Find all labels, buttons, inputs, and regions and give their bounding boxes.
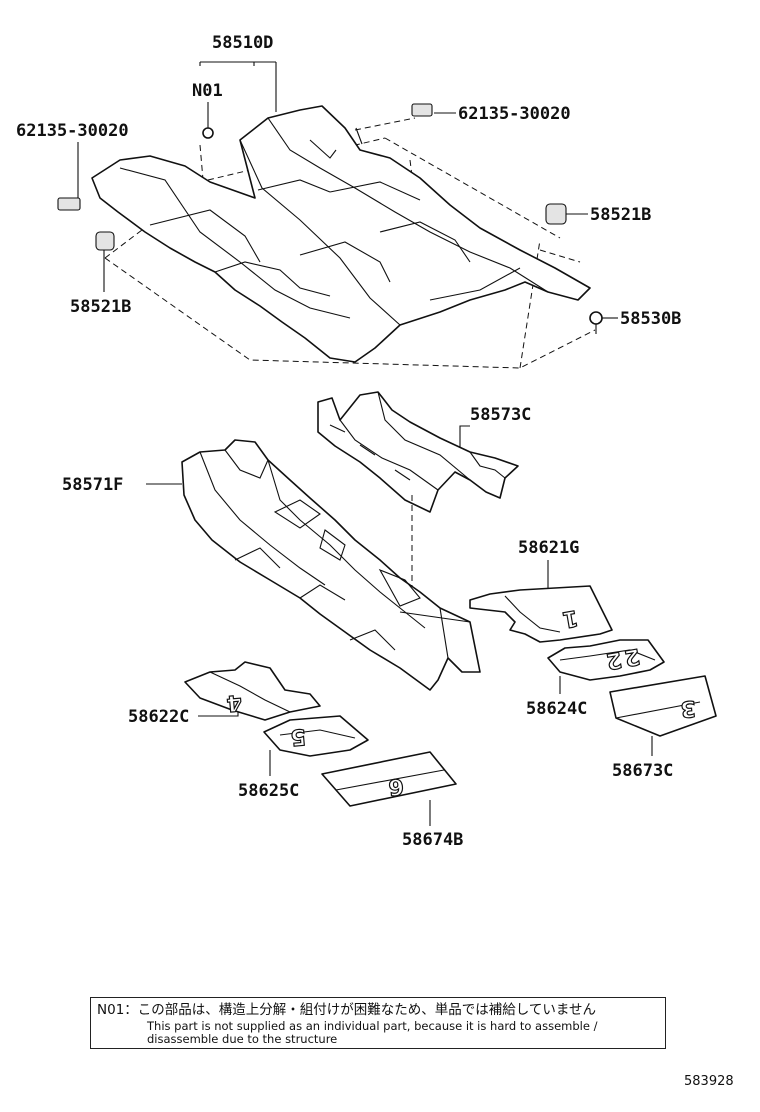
mat-2-drawing: 2 2 (547, 639, 665, 681)
callout-58571F: 58571F (62, 475, 123, 495)
callout-58510D: 58510D (212, 33, 273, 53)
mat-6-drawing: 6 (321, 751, 457, 807)
mat-3-number: 3 (679, 695, 696, 721)
mat-5-number: 5 (289, 723, 306, 749)
mat-1-number: 1 (560, 604, 579, 631)
callout-58521B-left: 58521B (70, 297, 131, 317)
part-supply-note: N01：この部品は、構造上分解・組付けが困難なため、単品では補給していません T… (90, 997, 666, 1049)
callout-58521B-right: 58521B (590, 205, 651, 225)
mat-2-number-secondary: 2 (622, 643, 641, 670)
callout-58621G: 58621G (518, 538, 579, 558)
mat-4-drawing: 4 (184, 661, 321, 721)
callout-58674B: 58674B (402, 830, 463, 850)
center-tunnel-pad-drawing (317, 391, 519, 513)
mat-3-drawing: 3 (609, 675, 717, 737)
callout-62135-30020-right: 62135-30020 (458, 104, 571, 124)
callout-58673C: 58673C (612, 761, 673, 781)
callout-58622C: 58622C (128, 707, 189, 727)
mat-1-drawing: 1 (469, 585, 613, 643)
note-japanese: N01：この部品は、構造上分解・組付けが困難なため、単品では補給していません (97, 1002, 596, 1018)
diagram-code: 583928 (684, 1074, 734, 1089)
mat-4-number: 4 (225, 689, 242, 715)
mat-5-drawing: 5 (263, 715, 369, 757)
callout-N01: N01 (192, 81, 223, 101)
callout-58573C: 58573C (470, 405, 531, 425)
mat-2-number: 2 (604, 646, 623, 673)
callout-58624C: 58624C (526, 699, 587, 719)
main-floor-carpet-drawing (57, 103, 603, 369)
callout-58530B: 58530B (620, 309, 681, 329)
note-english: This part is not supplied as an individu… (147, 1019, 598, 1046)
front-floor-carpet-drawing (181, 439, 481, 691)
mat-6-number: 6 (387, 773, 404, 799)
callout-62135-30020-left: 62135-30020 (16, 121, 129, 141)
callout-58625C: 58625C (238, 781, 299, 801)
